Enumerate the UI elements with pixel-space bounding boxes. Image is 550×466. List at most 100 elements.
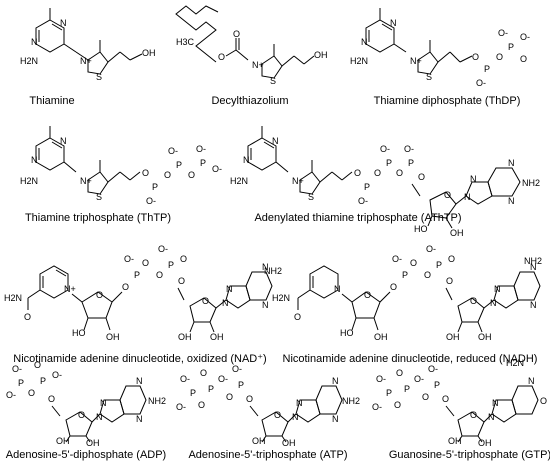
atom-n: N <box>390 18 397 28</box>
atom-s: S <box>96 192 102 202</box>
atom-o: O <box>424 270 431 280</box>
atom-oh: OH <box>478 438 492 448</box>
atom-o: O <box>396 368 403 378</box>
atom-o: O <box>246 394 253 404</box>
atom-p: P <box>386 388 392 398</box>
atom-n: N <box>292 412 299 422</box>
atom-p: P <box>508 42 514 52</box>
atom-h2n: H2N <box>4 293 22 303</box>
atom-o-minus: O- <box>428 364 438 374</box>
atom-n: N <box>530 300 537 310</box>
atom-s: S <box>426 72 432 82</box>
atom-o: O <box>390 282 397 292</box>
atom-n: N <box>508 158 515 168</box>
atom-oh: OH <box>56 436 70 446</box>
atom-o-minus: O- <box>52 370 62 380</box>
atom-nh2: NH2 <box>522 178 540 188</box>
atom-o: O <box>200 368 207 378</box>
atom-n: N <box>31 37 38 47</box>
structure-athtp: N N H2N N+ S O P O- O P O- O P O- O O HO… <box>230 126 540 238</box>
caption-nadh: Nicotinamide adenine dinucleotide, reduc… <box>283 353 538 365</box>
atom-nh2: NH2 <box>524 256 542 266</box>
structure-atp: O- P O- O P O O- O P O- O O OH OH N N N … <box>176 364 360 461</box>
atom-n: N <box>226 284 233 294</box>
atom-oh: OH <box>446 332 460 342</box>
caption-gtp: Guanosine-5'-triphosphate (GTP) <box>389 449 550 461</box>
atom-o-minus: O- <box>380 144 390 154</box>
atom-n-plus: N+ <box>292 176 304 186</box>
atom-o-minus: O- <box>212 164 222 174</box>
atom-n: N <box>528 376 535 386</box>
atom-o: O <box>396 168 403 178</box>
atom-o-minus: O- <box>12 364 22 374</box>
structure-thdp: N N H2N N+ S O P O- O P O- O- O Thiamine… <box>350 8 530 107</box>
atom-oh: OH <box>210 332 224 342</box>
atom-p: P <box>404 384 410 394</box>
atom-o: O <box>446 276 453 286</box>
atom-p: P <box>436 260 442 270</box>
atom-n: N <box>136 414 143 424</box>
atom-n: N <box>488 412 495 422</box>
structure-thiamine: N N H2N N+ S OH Thiamine <box>20 8 156 107</box>
atom-o: O <box>422 392 429 402</box>
atom-n: N <box>31 155 38 165</box>
atom-oh: OH <box>374 332 388 342</box>
caption-adp: Adenosine-5'-diphosphate (ADP) <box>6 449 166 461</box>
atom-o-minus: O- <box>168 146 178 156</box>
atom-o-minus: O- <box>392 254 402 264</box>
atom-s: S <box>96 72 102 82</box>
atom-p: P <box>364 182 370 192</box>
atom-n: N <box>296 398 303 408</box>
atom-oh: OH <box>252 436 266 446</box>
atom-n-plus: N+ <box>80 56 92 66</box>
atom-o: O <box>188 170 195 180</box>
atom-o-minus: O- <box>232 364 242 374</box>
structure-thtp: N N H2N N+ S O P O- O P O- O P O- O- Thi… <box>20 126 222 224</box>
atom-p: P <box>18 378 24 388</box>
atom-o-minus: O- <box>376 374 386 384</box>
atom-n: N <box>490 298 497 308</box>
atom-n: N <box>492 398 499 408</box>
atom-o-minus: O- <box>520 32 530 42</box>
structure-adp: O- P O- O P O O- O O OH OH N N N N NH2 A… <box>6 360 166 461</box>
atom-o-minus: O- <box>180 374 190 384</box>
atom-o-minus: O- <box>176 402 186 412</box>
atom-o: O <box>96 290 103 300</box>
atom-n: N <box>530 262 537 272</box>
atom-h2n: H2N <box>20 56 38 66</box>
atom-o: O <box>470 410 477 420</box>
atom-o-minus: O- <box>196 144 206 154</box>
caption-thdp: Thiamine diphosphate (ThDP) <box>374 95 521 107</box>
atom-n: N <box>222 298 229 308</box>
atom-oh: OH <box>106 332 120 342</box>
atom-oh: OH <box>282 438 296 448</box>
atom-oh: OH <box>450 228 464 238</box>
atom-p: P <box>408 158 414 168</box>
caption-thtp: Thiamine triphosphate (ThTP) <box>25 212 171 224</box>
atom-o: O <box>418 172 425 182</box>
atom-o-minus: O- <box>498 28 508 38</box>
atom-oh: OH <box>86 438 100 448</box>
atom-o: O <box>364 290 371 300</box>
atom-n: N <box>332 414 339 424</box>
atom-o: O <box>442 394 449 404</box>
atom-o-minus: O- <box>358 196 368 206</box>
atom-p: P <box>168 260 174 270</box>
atom-o: O <box>394 400 401 410</box>
atom-h2n: H2N <box>272 293 290 303</box>
atom-n: N <box>470 174 477 184</box>
atom-o: O <box>122 282 129 292</box>
atom-o: O <box>178 276 185 286</box>
atom-o-minus: O- <box>414 374 424 384</box>
atom-o-minus: O- <box>6 390 16 400</box>
caption-decylthiazolium: Decylthiazolium <box>211 95 288 107</box>
atom-n: N <box>464 192 471 202</box>
atom-o-minus: O- <box>158 244 168 254</box>
caption-atp: Adenosine-5'-triphosphate (ATP) <box>188 449 347 461</box>
atom-o: O <box>218 52 225 62</box>
atom-s: S <box>270 76 276 86</box>
atom-p: P <box>134 270 140 280</box>
atom-o: O <box>142 258 149 268</box>
atom-n-plus: N+ <box>252 60 264 70</box>
